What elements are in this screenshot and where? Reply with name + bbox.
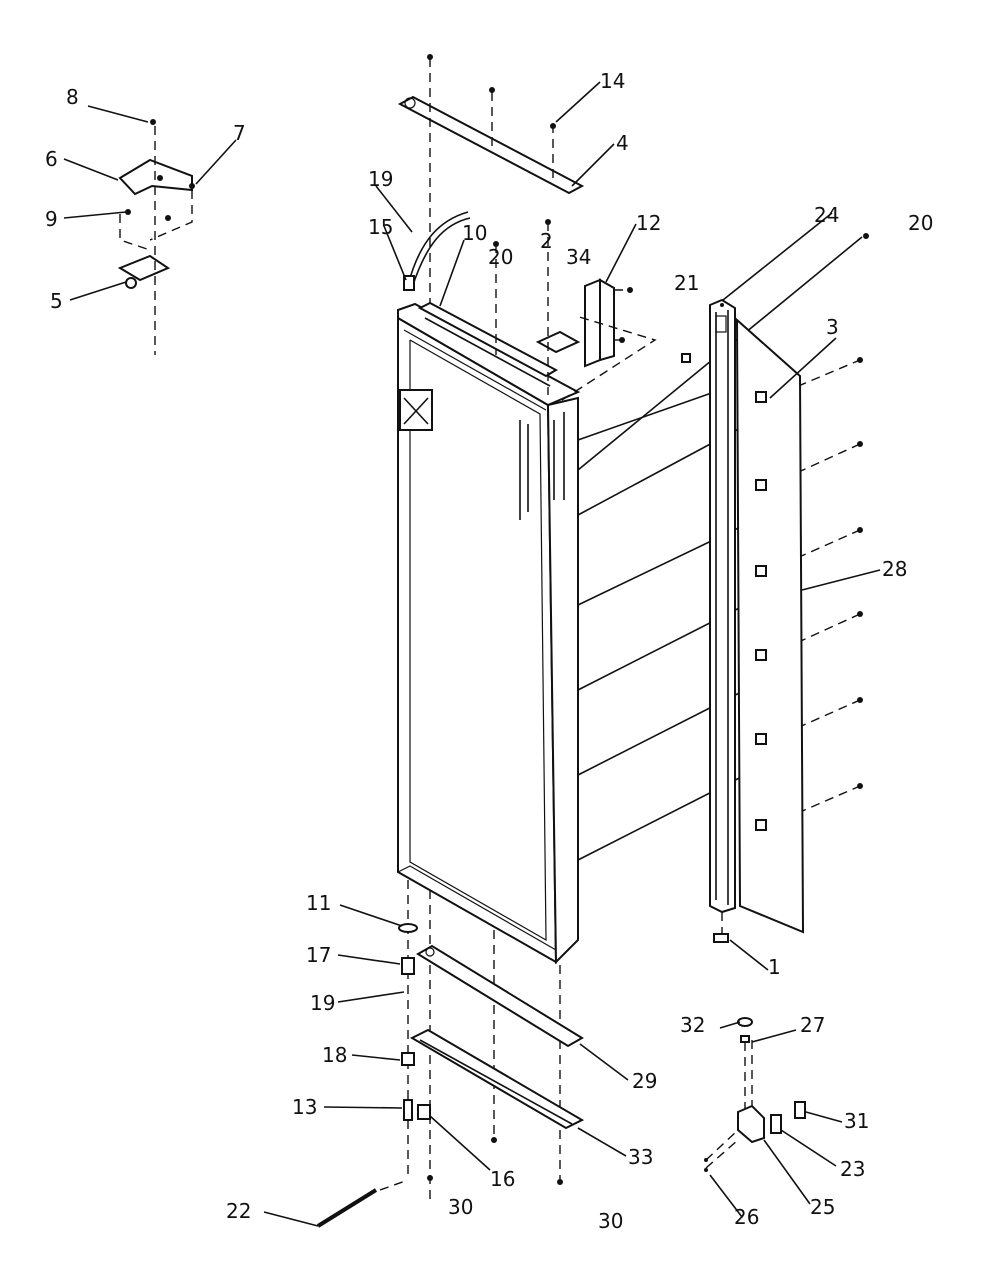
label-19-top: 19 — [368, 167, 393, 191]
lower-right-hinge — [704, 1017, 806, 1172]
label-23: 23 — [840, 1157, 865, 1181]
label-5: 5 — [50, 289, 63, 313]
label-32: 32 — [680, 1013, 705, 1037]
bracket-34 — [535, 219, 581, 395]
label-1: 1 — [768, 955, 781, 979]
label-7: 7 — [233, 121, 246, 145]
label-4: 4 — [616, 131, 629, 155]
label-31: 31 — [844, 1109, 869, 1133]
leader-lines — [63, 81, 881, 1227]
label-6: 6 — [45, 147, 58, 171]
label-11: 11 — [306, 891, 331, 915]
right-panel-28 — [681, 317, 805, 943]
label-14: 14 — [600, 69, 625, 93]
label-26: 26 — [734, 1205, 759, 1229]
door-panel — [397, 302, 581, 965]
label-3: 3 — [826, 315, 839, 339]
label-10: 10 — [462, 221, 487, 245]
label-13: 13 — [292, 1095, 317, 1119]
label-8: 8 — [66, 85, 79, 109]
label-30-right: 30 — [598, 1209, 623, 1233]
label-28: 28 — [882, 557, 907, 581]
label-29: 29 — [632, 1069, 657, 1093]
wire-harness-top — [403, 211, 471, 291]
top-strip — [397, 54, 585, 310]
bracket-12 — [584, 278, 633, 368]
top-channel — [417, 241, 559, 387]
label-18: 18 — [322, 1043, 347, 1067]
label-25: 25 — [810, 1195, 835, 1219]
label-16: 16 — [490, 1167, 515, 1191]
top-hinge-assembly — [117, 119, 195, 355]
label-17: 17 — [306, 943, 331, 967]
label-24: 24 — [814, 203, 839, 227]
label-22: 22 — [226, 1199, 251, 1223]
label-9: 9 — [45, 207, 58, 231]
label-27: 27 — [800, 1013, 825, 1037]
bottom-assembly — [316, 880, 585, 1228]
label-20-right: 20 — [908, 211, 933, 235]
label-34: 34 — [566, 245, 591, 269]
label-12: 12 — [636, 211, 661, 235]
label-21: 21 — [674, 271, 699, 295]
label-33: 33 — [628, 1145, 653, 1169]
label-15: 15 — [368, 215, 393, 239]
label-2: 2 — [540, 229, 553, 253]
label-19-bottom: 19 — [310, 991, 335, 1015]
label-20-left: 20 — [488, 245, 513, 269]
part-labels: 8 6 7 9 5 14 4 19 15 10 20 2 34 12 21 24… — [45, 69, 933, 1233]
right-trim-24 — [709, 298, 736, 914]
label-30-left: 30 — [448, 1195, 473, 1219]
